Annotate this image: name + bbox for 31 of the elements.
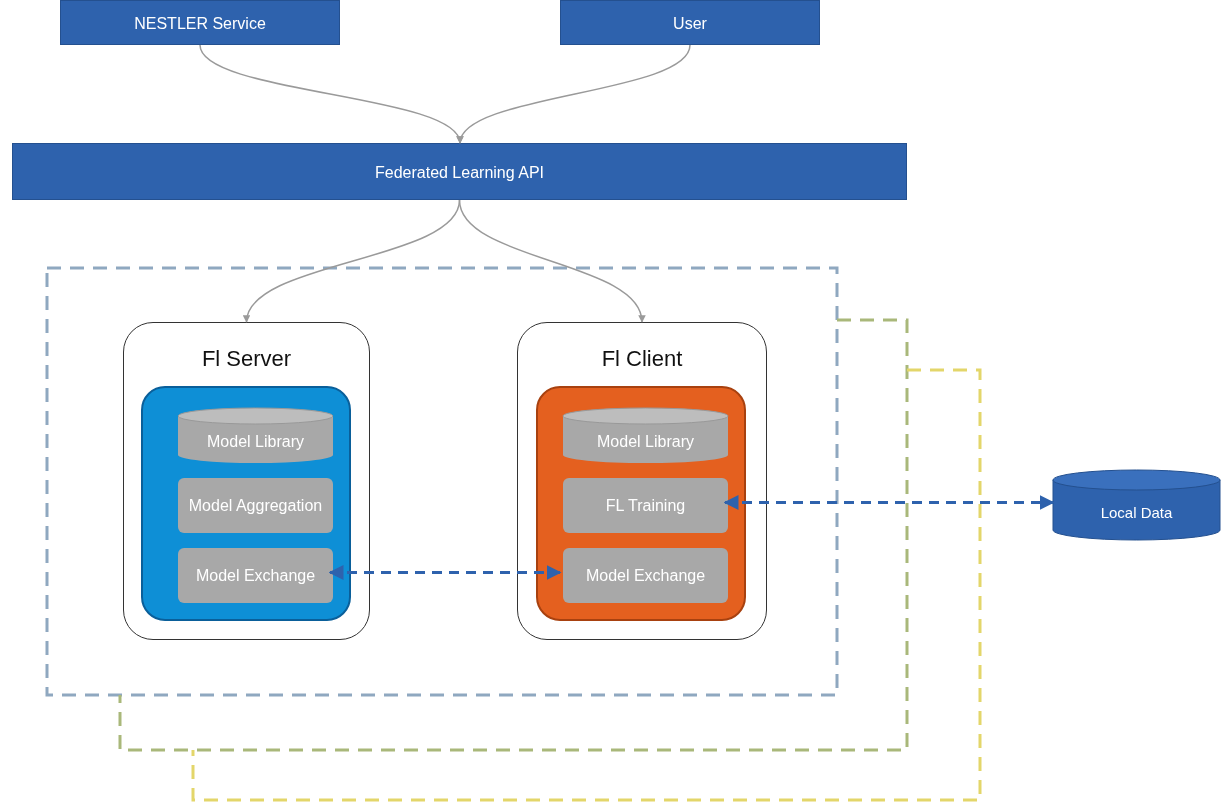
connector-arrow (328, 565, 562, 580)
module-box (141, 386, 351, 621)
process-box (563, 478, 728, 533)
node-label: Model Library (206, 432, 305, 452)
node-label: User (672, 14, 708, 34)
panel-heading: Fl Server (200, 344, 293, 373)
component-panel (123, 322, 370, 640)
node-label: Model Aggregation (187, 496, 324, 516)
node-label: FL Training (604, 496, 687, 516)
process-box (563, 548, 728, 603)
process-box (178, 478, 333, 533)
connector-arrow (458, 199, 644, 323)
node-label: Local Data (1099, 503, 1174, 523)
process-box (560, 0, 820, 45)
process-box (12, 143, 907, 200)
node-label: Model Library (596, 432, 695, 452)
process-box (60, 0, 340, 45)
node-label: Federated Learning API (374, 163, 545, 183)
connector-arrow (244, 199, 461, 323)
node-label: Model Exchange (584, 566, 707, 586)
component-panel (517, 322, 767, 640)
node-label: Model Exchange (194, 566, 317, 586)
panel-heading: Fl Client (600, 344, 684, 373)
database-cylinder (1053, 470, 1220, 540)
module-box (536, 386, 746, 621)
connector-arrow (459, 44, 691, 144)
connector-arrow (723, 495, 1055, 510)
database-cylinder (563, 408, 728, 463)
database-cylinder (178, 408, 333, 463)
node-label: NESTLER Service (133, 14, 267, 34)
process-box (178, 548, 333, 603)
